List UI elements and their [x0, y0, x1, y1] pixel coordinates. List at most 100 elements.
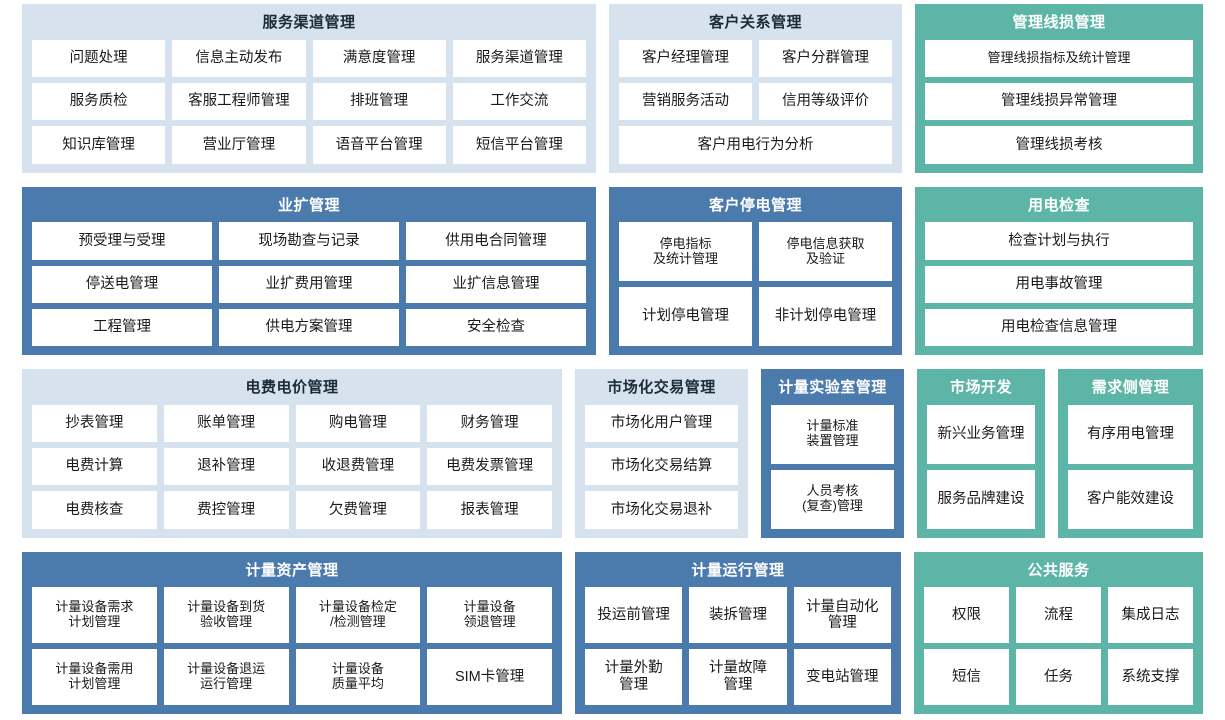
- module-tile[interactable]: 购电管理: [295, 404, 421, 442]
- module-tile[interactable]: 报表管理: [427, 491, 552, 529]
- module-tile[interactable]: 管理线损指标及统计管理: [925, 39, 1193, 77]
- module-tile[interactable]: 用电事故管理: [925, 265, 1193, 303]
- tile-row: 市场化交易退补: [585, 491, 738, 529]
- module-tile[interactable]: 账单管理: [163, 404, 289, 442]
- panel-电费电价管理: 电费电价管理抄表管理账单管理购电管理财务管理电费计算退补管理收退费管理电费发票管…: [22, 369, 562, 538]
- panel-服务渠道管理: 服务渠道管理问题处理信息主动发布满意度管理服务渠道管理服务质检客服工程师管理排班…: [22, 4, 596, 173]
- panel-body: 权限流程集成日志短信任务系统支撑: [924, 587, 1193, 705]
- panel-title: 计量实验室管理: [778, 379, 887, 396]
- module-tile[interactable]: 电费核查: [32, 491, 157, 529]
- module-tile[interactable]: 计量自动化 管理: [793, 587, 891, 644]
- module-tile[interactable]: 供用电合同管理: [406, 222, 586, 260]
- module-tile[interactable]: 安全检查: [406, 308, 586, 346]
- module-tile[interactable]: 变电站管理: [793, 649, 891, 705]
- module-tile[interactable]: 权限: [924, 587, 1009, 644]
- panel-body: 预受理与受理现场勘查与记录供用电合同管理停送电管理业扩费用管理业扩信息管理工程管…: [32, 222, 586, 346]
- module-tile[interactable]: 新兴业务管理: [927, 404, 1035, 464]
- module-tile[interactable]: 排班管理: [312, 83, 446, 121]
- module-tile[interactable]: 计量设备需用 计划管理: [32, 649, 157, 705]
- panel-body: 有序用电管理客户能效建设: [1068, 404, 1193, 529]
- tile-row: 新兴业务管理: [927, 404, 1035, 464]
- panel-需求侧管理: 需求侧管理有序用电管理客户能效建设: [1058, 369, 1203, 538]
- module-tile[interactable]: 业扩费用管理: [219, 265, 399, 303]
- module-tile[interactable]: 信息主动发布: [172, 39, 306, 77]
- module-tile[interactable]: 收退费管理: [295, 448, 421, 486]
- tile-row: 服务品牌建设: [927, 469, 1035, 529]
- module-tile[interactable]: 管理线损异常管理: [925, 83, 1193, 121]
- module-tile[interactable]: 人员考核 (复查)管理: [771, 469, 894, 529]
- module-tile[interactable]: 流程: [1016, 587, 1101, 644]
- panel-业扩管理: 业扩管理预受理与受理现场勘查与记录供用电合同管理停送电管理业扩费用管理业扩信息管…: [22, 186, 596, 355]
- module-tile[interactable]: 停电指标 及统计管理: [619, 222, 752, 282]
- module-tile[interactable]: 服务渠道管理: [452, 39, 586, 77]
- module-tile[interactable]: 信用等级评价: [759, 83, 892, 121]
- module-tile[interactable]: 知识库管理: [32, 126, 166, 164]
- panel-title: 计量运行管理: [691, 561, 785, 579]
- module-tile[interactable]: 非计划停电管理: [759, 287, 892, 346]
- panel-title: 市场开发: [949, 379, 1012, 396]
- module-tile[interactable]: 任务: [1016, 649, 1101, 705]
- module-tile[interactable]: 市场化用户管理: [585, 404, 738, 442]
- module-tile[interactable]: 用电检查信息管理: [925, 308, 1193, 346]
- module-tile[interactable]: 计量设备 质量平均: [295, 649, 421, 705]
- module-tile[interactable]: 语音平台管理: [312, 126, 446, 164]
- module-tile[interactable]: 现场勘查与记录: [219, 222, 399, 260]
- tile-row: 投运前管理装拆管理计量自动化 管理: [585, 587, 891, 644]
- module-tile[interactable]: 计量设备到货 验收管理: [163, 587, 289, 644]
- module-tile[interactable]: 停电信息获取 及验证: [759, 222, 892, 282]
- tile-row: 客户经理管理客户分群管理: [619, 39, 892, 77]
- module-tile[interactable]: 系统支撑: [1108, 649, 1193, 705]
- module-tile[interactable]: 检查计划与执行: [925, 222, 1193, 260]
- module-tile[interactable]: 市场化交易退补: [585, 491, 738, 529]
- module-tile[interactable]: 集成日志: [1108, 587, 1193, 644]
- module-tile[interactable]: 客户分群管理: [759, 39, 892, 77]
- module-tile[interactable]: 业扩信息管理: [406, 265, 586, 303]
- module-tile[interactable]: 营业厅管理: [172, 126, 306, 164]
- module-tile[interactable]: 财务管理: [427, 404, 552, 442]
- module-tile[interactable]: 抄表管理: [32, 404, 157, 442]
- tile-row: 计量标准 装置管理: [771, 404, 894, 464]
- module-tile[interactable]: 服务品牌建设: [927, 469, 1035, 529]
- module-tile[interactable]: 预受理与受理: [32, 222, 212, 260]
- module-tile[interactable]: 客服工程师管理: [172, 83, 306, 121]
- module-tile[interactable]: 计量设备需求 计划管理: [32, 587, 157, 644]
- module-tile[interactable]: 客户能效建设: [1068, 469, 1193, 529]
- module-tile[interactable]: 欠费管理: [295, 491, 421, 529]
- module-tile[interactable]: 市场化交易结算: [585, 448, 738, 486]
- tile-row: 营销服务活动信用等级评价: [619, 83, 892, 121]
- module-tile[interactable]: 供电方案管理: [219, 308, 399, 346]
- module-tile[interactable]: 计量设备 领退管理: [427, 587, 552, 644]
- module-tile[interactable]: 满意度管理: [312, 39, 446, 77]
- tile-row: 用电检查信息管理: [925, 308, 1193, 346]
- module-tile[interactable]: 短信: [924, 649, 1009, 705]
- module-tile[interactable]: 退补管理: [163, 448, 289, 486]
- module-tile[interactable]: 计量故障 管理: [689, 649, 787, 705]
- module-tile[interactable]: 客户用电行为分析: [619, 126, 892, 164]
- tile-row: 管理线损指标及统计管理: [925, 39, 1193, 77]
- module-tile[interactable]: 投运前管理: [585, 587, 683, 644]
- module-tile[interactable]: 停送电管理: [32, 265, 212, 303]
- module-tile[interactable]: 电费发票管理: [427, 448, 552, 486]
- module-tile[interactable]: SIM卡管理: [427, 649, 552, 705]
- module-tile[interactable]: 计量标准 装置管理: [771, 404, 894, 464]
- module-tile[interactable]: 短信平台管理: [452, 126, 586, 164]
- panel-title: 客户关系管理: [708, 14, 802, 31]
- panel-客户关系管理: 客户关系管理客户经理管理客户分群管理营销服务活动信用等级评价客户用电行为分析: [609, 4, 902, 173]
- module-tile[interactable]: 装拆管理: [689, 587, 787, 644]
- module-tile[interactable]: 计量外勤 管理: [585, 649, 683, 705]
- panel-body: 客户经理管理客户分群管理营销服务活动信用等级评价客户用电行为分析: [619, 39, 892, 164]
- module-tile[interactable]: 计划停电管理: [619, 287, 752, 346]
- module-tile[interactable]: 营销服务活动: [619, 83, 752, 121]
- module-tile[interactable]: 问题处理: [32, 39, 166, 77]
- module-tile[interactable]: 费控管理: [163, 491, 289, 529]
- module-tile[interactable]: 工作交流: [452, 83, 586, 121]
- module-tile[interactable]: 工程管理: [32, 308, 212, 346]
- module-tile[interactable]: 有序用电管理: [1068, 404, 1193, 464]
- module-tile[interactable]: 计量设备检定 /检测管理: [295, 587, 421, 644]
- module-tile[interactable]: 客户经理管理: [619, 39, 752, 77]
- panel-title: 业扩管理: [277, 196, 340, 214]
- module-tile[interactable]: 服务质检: [32, 83, 166, 121]
- module-tile[interactable]: 电费计算: [32, 448, 157, 486]
- module-tile[interactable]: 计量设备退运 运行管理: [163, 649, 289, 705]
- module-tile[interactable]: 管理线损考核: [925, 126, 1193, 164]
